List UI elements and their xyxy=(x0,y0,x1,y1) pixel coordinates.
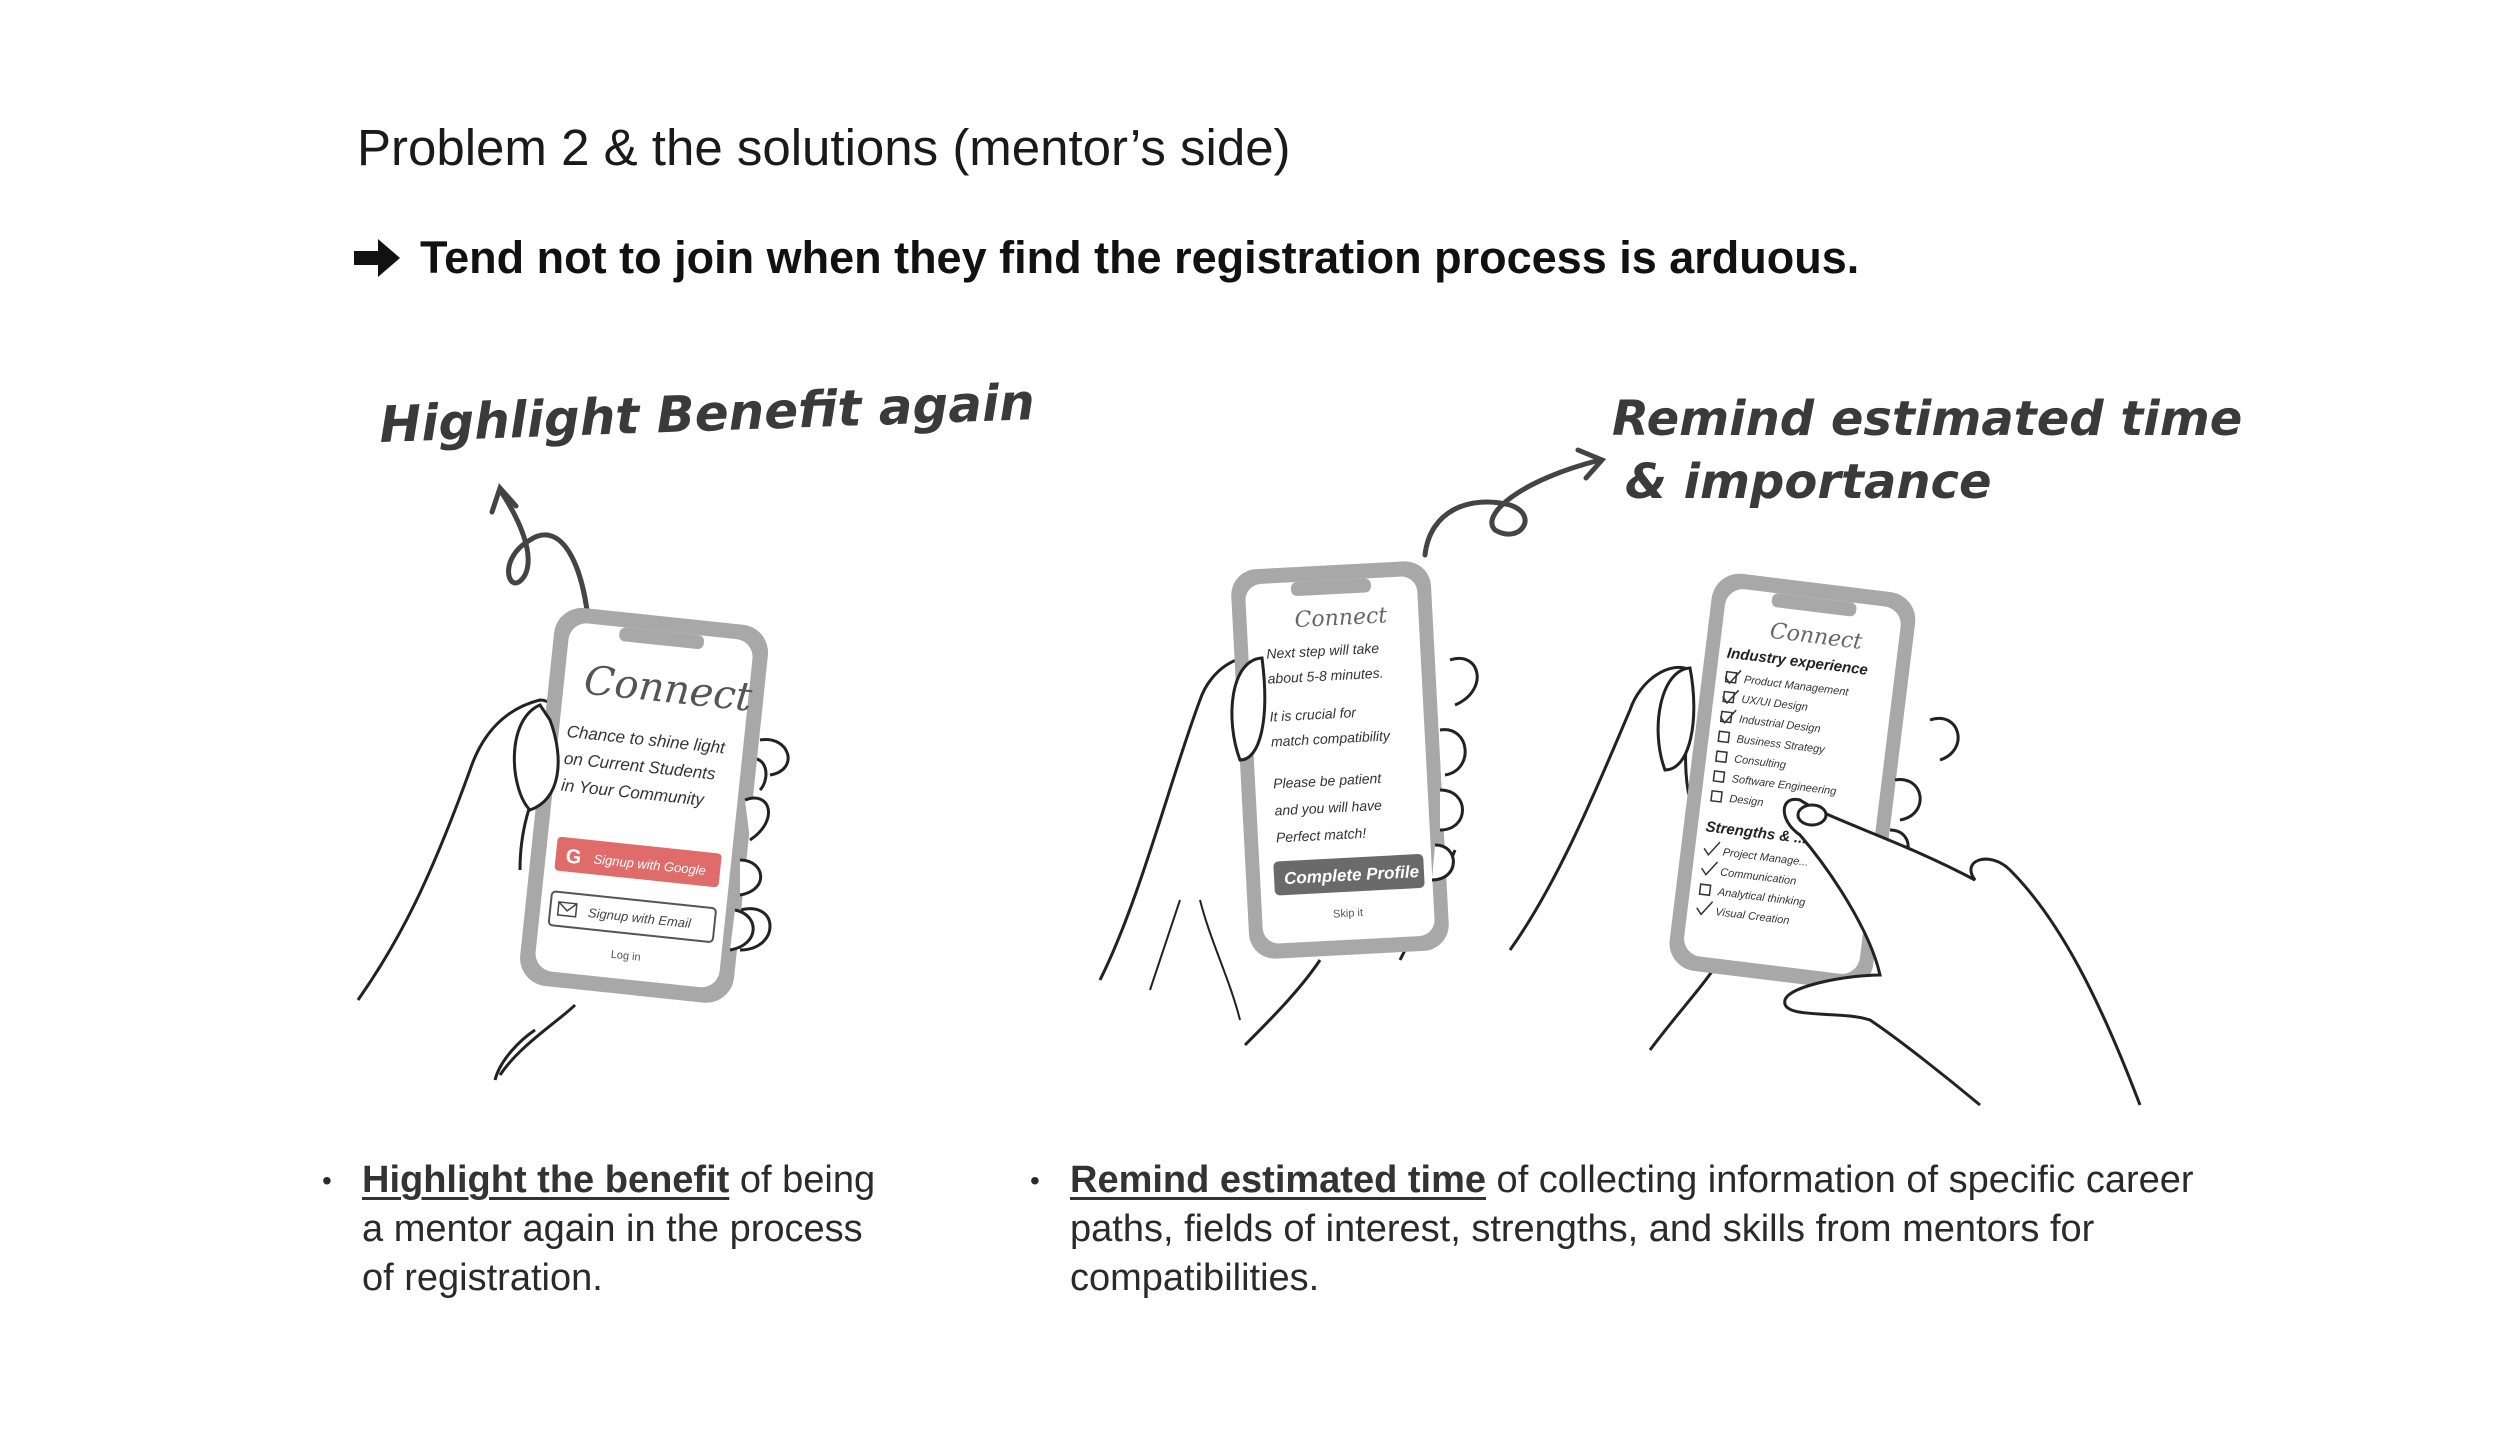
google-icon: G xyxy=(565,846,583,870)
hand-middle xyxy=(1098,655,1479,1047)
bullet-left-text: of being a mentor again in the process o… xyxy=(362,1159,876,1299)
sketch-middle: Connect Next step will take about 5-8 mi… xyxy=(1098,561,1479,1047)
info-line-1: Next step will take xyxy=(1266,640,1380,662)
note-remind-time-1: Remind estimated time xyxy=(1612,391,2242,447)
bullet-right-text: of collecting information of specific ca… xyxy=(1070,1159,2194,1299)
info-line-6: and you will have xyxy=(1274,797,1382,819)
industry-checkboxes[interactable] xyxy=(1710,669,1742,803)
info-line-3: It is crucial for xyxy=(1269,704,1357,725)
note-remind-time-2: & importance xyxy=(1625,454,1992,510)
curved-arrow-right xyxy=(1422,457,1603,558)
google-signup-button[interactable] xyxy=(554,836,722,888)
bullet-remind-time: • Remind estimated time of collecting in… xyxy=(1030,1156,2210,1303)
info-line-7: Perfect match! xyxy=(1276,825,1367,846)
mail-icon xyxy=(556,901,578,918)
info-line-2: about 5-8 minutes. xyxy=(1267,665,1384,687)
industry-item-7[interactable]: Design xyxy=(1729,793,1764,809)
bullet-dot: • xyxy=(322,1165,332,1196)
info-line-4: match compatibility xyxy=(1271,727,1392,749)
info-line-5: Please be patient xyxy=(1273,770,1383,792)
sketch-left: Highlight Benefit again Connect Chance t… xyxy=(356,373,1036,1081)
login-link[interactable]: Log in xyxy=(610,949,641,964)
skip-link[interactable]: Skip it xyxy=(1333,907,1364,921)
complete-profile-button[interactable] xyxy=(1273,854,1425,896)
bullet-dot: • xyxy=(1030,1165,1040,1196)
slide-title: Problem 2 & the solutions (mentor’s side… xyxy=(357,119,1291,176)
phone-screen-middle xyxy=(1245,576,1435,944)
bullet-left-lead: Highlight the benefit xyxy=(362,1159,730,1201)
email-signup-button[interactable] xyxy=(547,890,717,943)
curved-arrow-left xyxy=(497,487,593,643)
bullet-highlight-benefit: • Highlight the benefit of being a mento… xyxy=(322,1156,882,1303)
problem-statement: Tend not to join when they find the regi… xyxy=(354,232,1859,284)
problem-statement-text: Tend not to join when they find the regi… xyxy=(420,232,1860,283)
strength-checkboxes[interactable] xyxy=(1696,840,1721,916)
bullet-right-lead: Remind estimated time xyxy=(1070,1159,1486,1201)
sketch-right: Remind estimated time & importance Conne… xyxy=(1422,391,2242,1107)
right-arrow-icon xyxy=(354,239,400,277)
app-name-middle: Connect xyxy=(1294,603,1388,633)
hand-left xyxy=(356,698,772,1076)
note-highlight-benefit: Highlight Benefit again xyxy=(378,373,1035,454)
pointing-hand xyxy=(1782,797,2142,1107)
